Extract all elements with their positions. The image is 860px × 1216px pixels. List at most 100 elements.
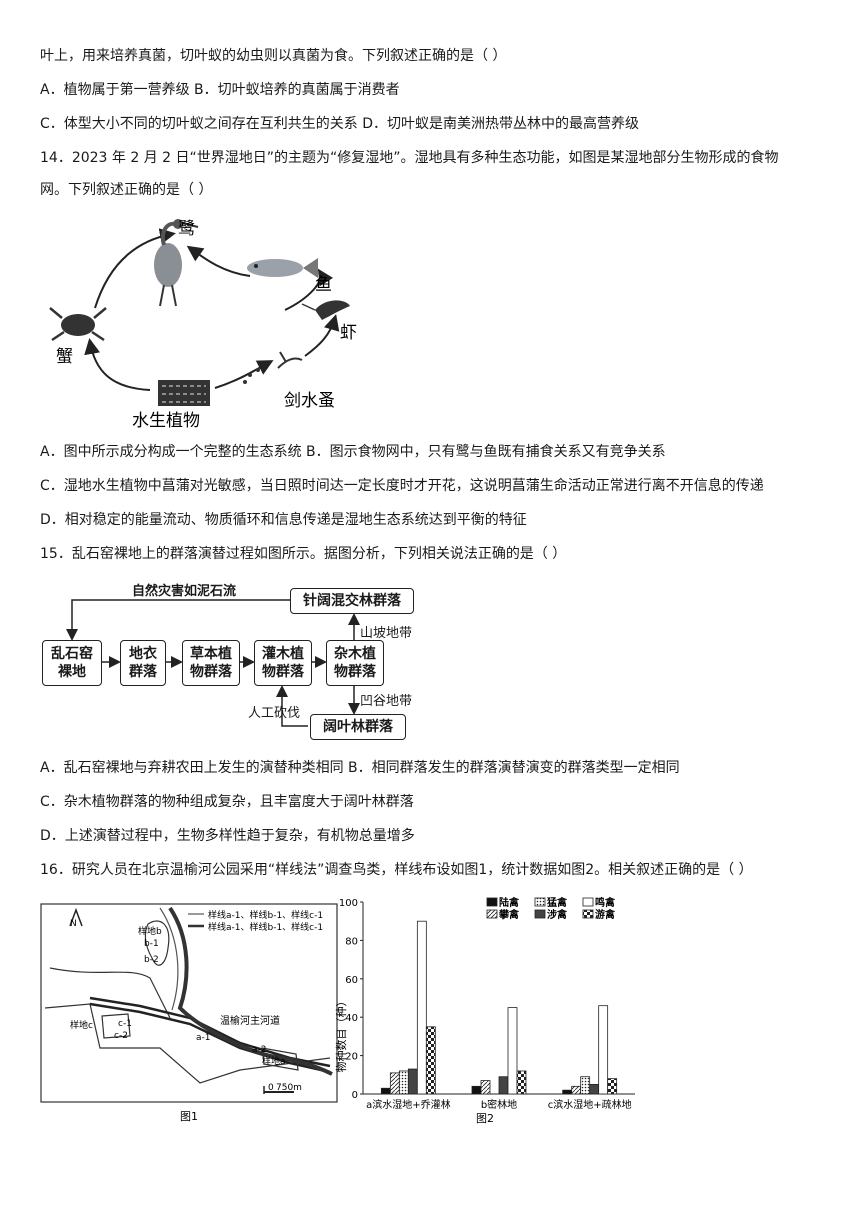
aquatic-plant-icon	[158, 380, 210, 406]
chart-category-label: a滨水湿地+乔灌林	[366, 1098, 451, 1111]
succession-arrows	[66, 599, 360, 727]
chart-bar	[425, 1026, 436, 1095]
label-fish: 鱼	[315, 275, 332, 295]
food-web-svg: 鹭 鱼 虾 蟹 水生植物 剑	[49, 219, 357, 431]
chart-category-label: b密林地	[481, 1098, 517, 1111]
legend-swatch	[534, 909, 546, 919]
chart-bar	[407, 1068, 418, 1095]
q14-option-ab: A．图中所示成分构成一个完整的生态系统 B．图示食物网中，只有鹭与鱼既有捕食关系…	[40, 444, 666, 460]
chart-bar	[598, 1005, 609, 1095]
chart-y-tick-label: 80	[345, 936, 358, 947]
chart-bar	[389, 1072, 400, 1095]
legend-swatch	[582, 897, 594, 907]
chart-bar	[589, 1083, 600, 1095]
bar-chart-svg: 0 20 40 60 80 100 a滨水湿地+乔灌林 b密林地 c滨水湿地+疏林地 陆禽 猛禽 鸣…	[334, 896, 635, 1125]
crab-icon	[49, 307, 107, 342]
q14-option-c: C．湿地水生植物中菖蒲对光敏感，当日照时间达一定长度时才开花，这说明菖蒲生命活动…	[40, 478, 764, 494]
q15-option-d: D．上述演替过程中，生物多样性趋于复杂，有机物总量增多	[40, 828, 415, 844]
figure-2-caption: 图2	[476, 1112, 494, 1125]
label-heron: 鹭	[178, 219, 195, 239]
label-site-b: 样地b	[138, 925, 162, 937]
fish-icon	[247, 258, 318, 278]
chart-y-tick-label: 20	[345, 1052, 358, 1063]
heron-icon	[154, 219, 199, 307]
q14-stem-1: 14．2023 年 2 月 2 日“世界湿地日”的主题为“修复湿地”。湿地具有多…	[40, 150, 779, 166]
legend-label: 游禽	[595, 908, 616, 921]
legend-label: 攀禽	[498, 908, 520, 921]
chart-bar	[562, 1089, 573, 1095]
label-b2: b-2	[144, 955, 159, 965]
arrow-shrimp-fish	[284, 268, 334, 311]
chart-y-tick-label: 60	[345, 975, 358, 986]
label-plant: 水生植物	[132, 411, 200, 430]
arrow-plant-crab	[84, 338, 151, 391]
chart-category-label: c滨水湿地+疏林地	[548, 1098, 632, 1111]
q16-stem: 16．研究人员在北京温榆河公园采用“样线法”调查鸟类，样线布设如图1，统计数据如…	[40, 862, 753, 878]
arrow-plant-copepod	[214, 360, 274, 389]
label-river: 温榆河主河道	[220, 1014, 280, 1027]
box-bare-land: 乱石窑裸地	[42, 640, 102, 686]
q14-option-d: D．相对稳定的能量流动、物质循环和信息传递是湿地生态系统达到平衡的特征	[40, 512, 527, 528]
legend-label: 涉禽	[547, 908, 568, 921]
label-slope: 山坡地带	[360, 626, 413, 641]
box-shrub: 灌木植物群落	[254, 640, 312, 686]
legend-swatch	[486, 897, 498, 907]
box-herb: 草本植物群落	[182, 640, 240, 686]
legend-swatch	[486, 909, 498, 919]
chart-y-tick-label: 100	[339, 898, 358, 909]
label-a2: a-2	[252, 1045, 267, 1055]
map-svg: N 样线a-1、样线b-1、样线c-1 样线a-1、样线b-1、样线c-1 样地…	[40, 903, 338, 1123]
label-c2: c-2	[114, 1031, 128, 1041]
label-a1: a-1	[196, 1033, 211, 1043]
food-web-figure: 鹭 鱼 虾 蟹 水生植物 剑	[40, 210, 360, 431]
chart-y-tick-label: 0	[352, 1090, 358, 1101]
q15-stem: 15．乱石窑裸地上的群落演替过程如图所示。据图分析，下列相关说法正确的是（ ）	[40, 546, 567, 562]
box-mixed-forest: 针阔混交林群落	[290, 588, 414, 614]
label-b1: b-1	[144, 939, 159, 949]
chart-y-tick-label: 40	[345, 1013, 358, 1024]
legend-line-2: 样线a-1、样线b-1、样线c-1	[208, 921, 323, 933]
q15-option-ab: A．乱石窑裸地与弃耕农田上发生的演替种类相同 B．相同群落发生的群落演替演变的群…	[40, 760, 680, 776]
label-crab: 蟹	[56, 347, 73, 367]
legend-label: 鸣禽	[595, 896, 616, 909]
legend-line-1: 样线a-1、样线b-1、样线c-1	[208, 909, 323, 921]
chart-bar	[398, 1070, 409, 1095]
q13-option-ab: A．植物属于第一营养级 B．切叶蚁培养的真菌属于消费者	[40, 82, 400, 98]
figure-2-chart: 0 20 40 60 80 100 a滨水湿地+乔灌林 b密林地 c滨水湿地+疏林地 陆禽 猛禽 鸣…	[334, 894, 639, 1130]
chart-y-label: 物种数目（种）	[335, 996, 348, 1073]
box-lichen: 地衣群落	[120, 640, 166, 686]
chart-bar	[607, 1078, 618, 1095]
arrow-fish-heron	[186, 245, 251, 277]
legend-swatch	[534, 897, 546, 907]
label-logging: 人工砍伐	[248, 706, 301, 721]
chart-bar	[498, 1076, 509, 1095]
chart-bar	[580, 1076, 591, 1095]
box-mixed-wood: 杂木植物群落	[326, 640, 384, 686]
shrimp-icon	[301, 300, 350, 320]
figure-1-caption: 图1	[180, 1110, 198, 1123]
q13-stem-cont: 叶上，用来培养真菌，切叶蚁的幼虫则以真菌为食。下列叙述正确的是（ ）	[40, 48, 507, 64]
chart-bar	[480, 1080, 491, 1095]
scale-label: 750m	[276, 1083, 302, 1093]
scale-zero: 0	[268, 1083, 274, 1093]
chart-bar	[471, 1085, 482, 1095]
legend-label: 陆禽	[499, 896, 520, 909]
label-valley: 凹谷地带	[360, 694, 413, 709]
q13-option-cd: C．体型大小不同的切叶蚁之间存在互利共生的关系 D．切叶蚁是南美洲热带丛林中的最…	[40, 116, 640, 132]
north-arrow: N	[70, 919, 77, 929]
chart-bar	[380, 1087, 391, 1095]
legend-label: 猛禽	[546, 896, 568, 909]
label-site-a: 样地a	[262, 1055, 286, 1067]
label-c1: c-1	[118, 1019, 132, 1029]
chart-bar	[507, 1007, 518, 1095]
label-site-c: 样地c	[70, 1019, 93, 1031]
figure-1-map: N 样线a-1、样线b-1、样线c-1 样线a-1、样线b-1、样线c-1 样地…	[40, 898, 340, 1128]
legend-swatch	[582, 909, 594, 919]
label-disaster: 自然灾害如泥石流	[132, 584, 237, 599]
arrow-copepod-shrimp	[304, 314, 340, 357]
succession-diagram: 自然灾害如泥石流 针阔混交林群落 山坡地带 乱石窑裸地 地衣群落 草本植物群落 …	[40, 576, 440, 742]
chart-bar	[571, 1085, 582, 1095]
q15-option-c: C．杂木植物群落的物种组成复杂，且丰富度大于阔叶林群落	[40, 794, 414, 810]
label-copepod: 剑水蚤	[284, 391, 335, 411]
box-broadleaf: 阔叶林群落	[310, 714, 406, 740]
